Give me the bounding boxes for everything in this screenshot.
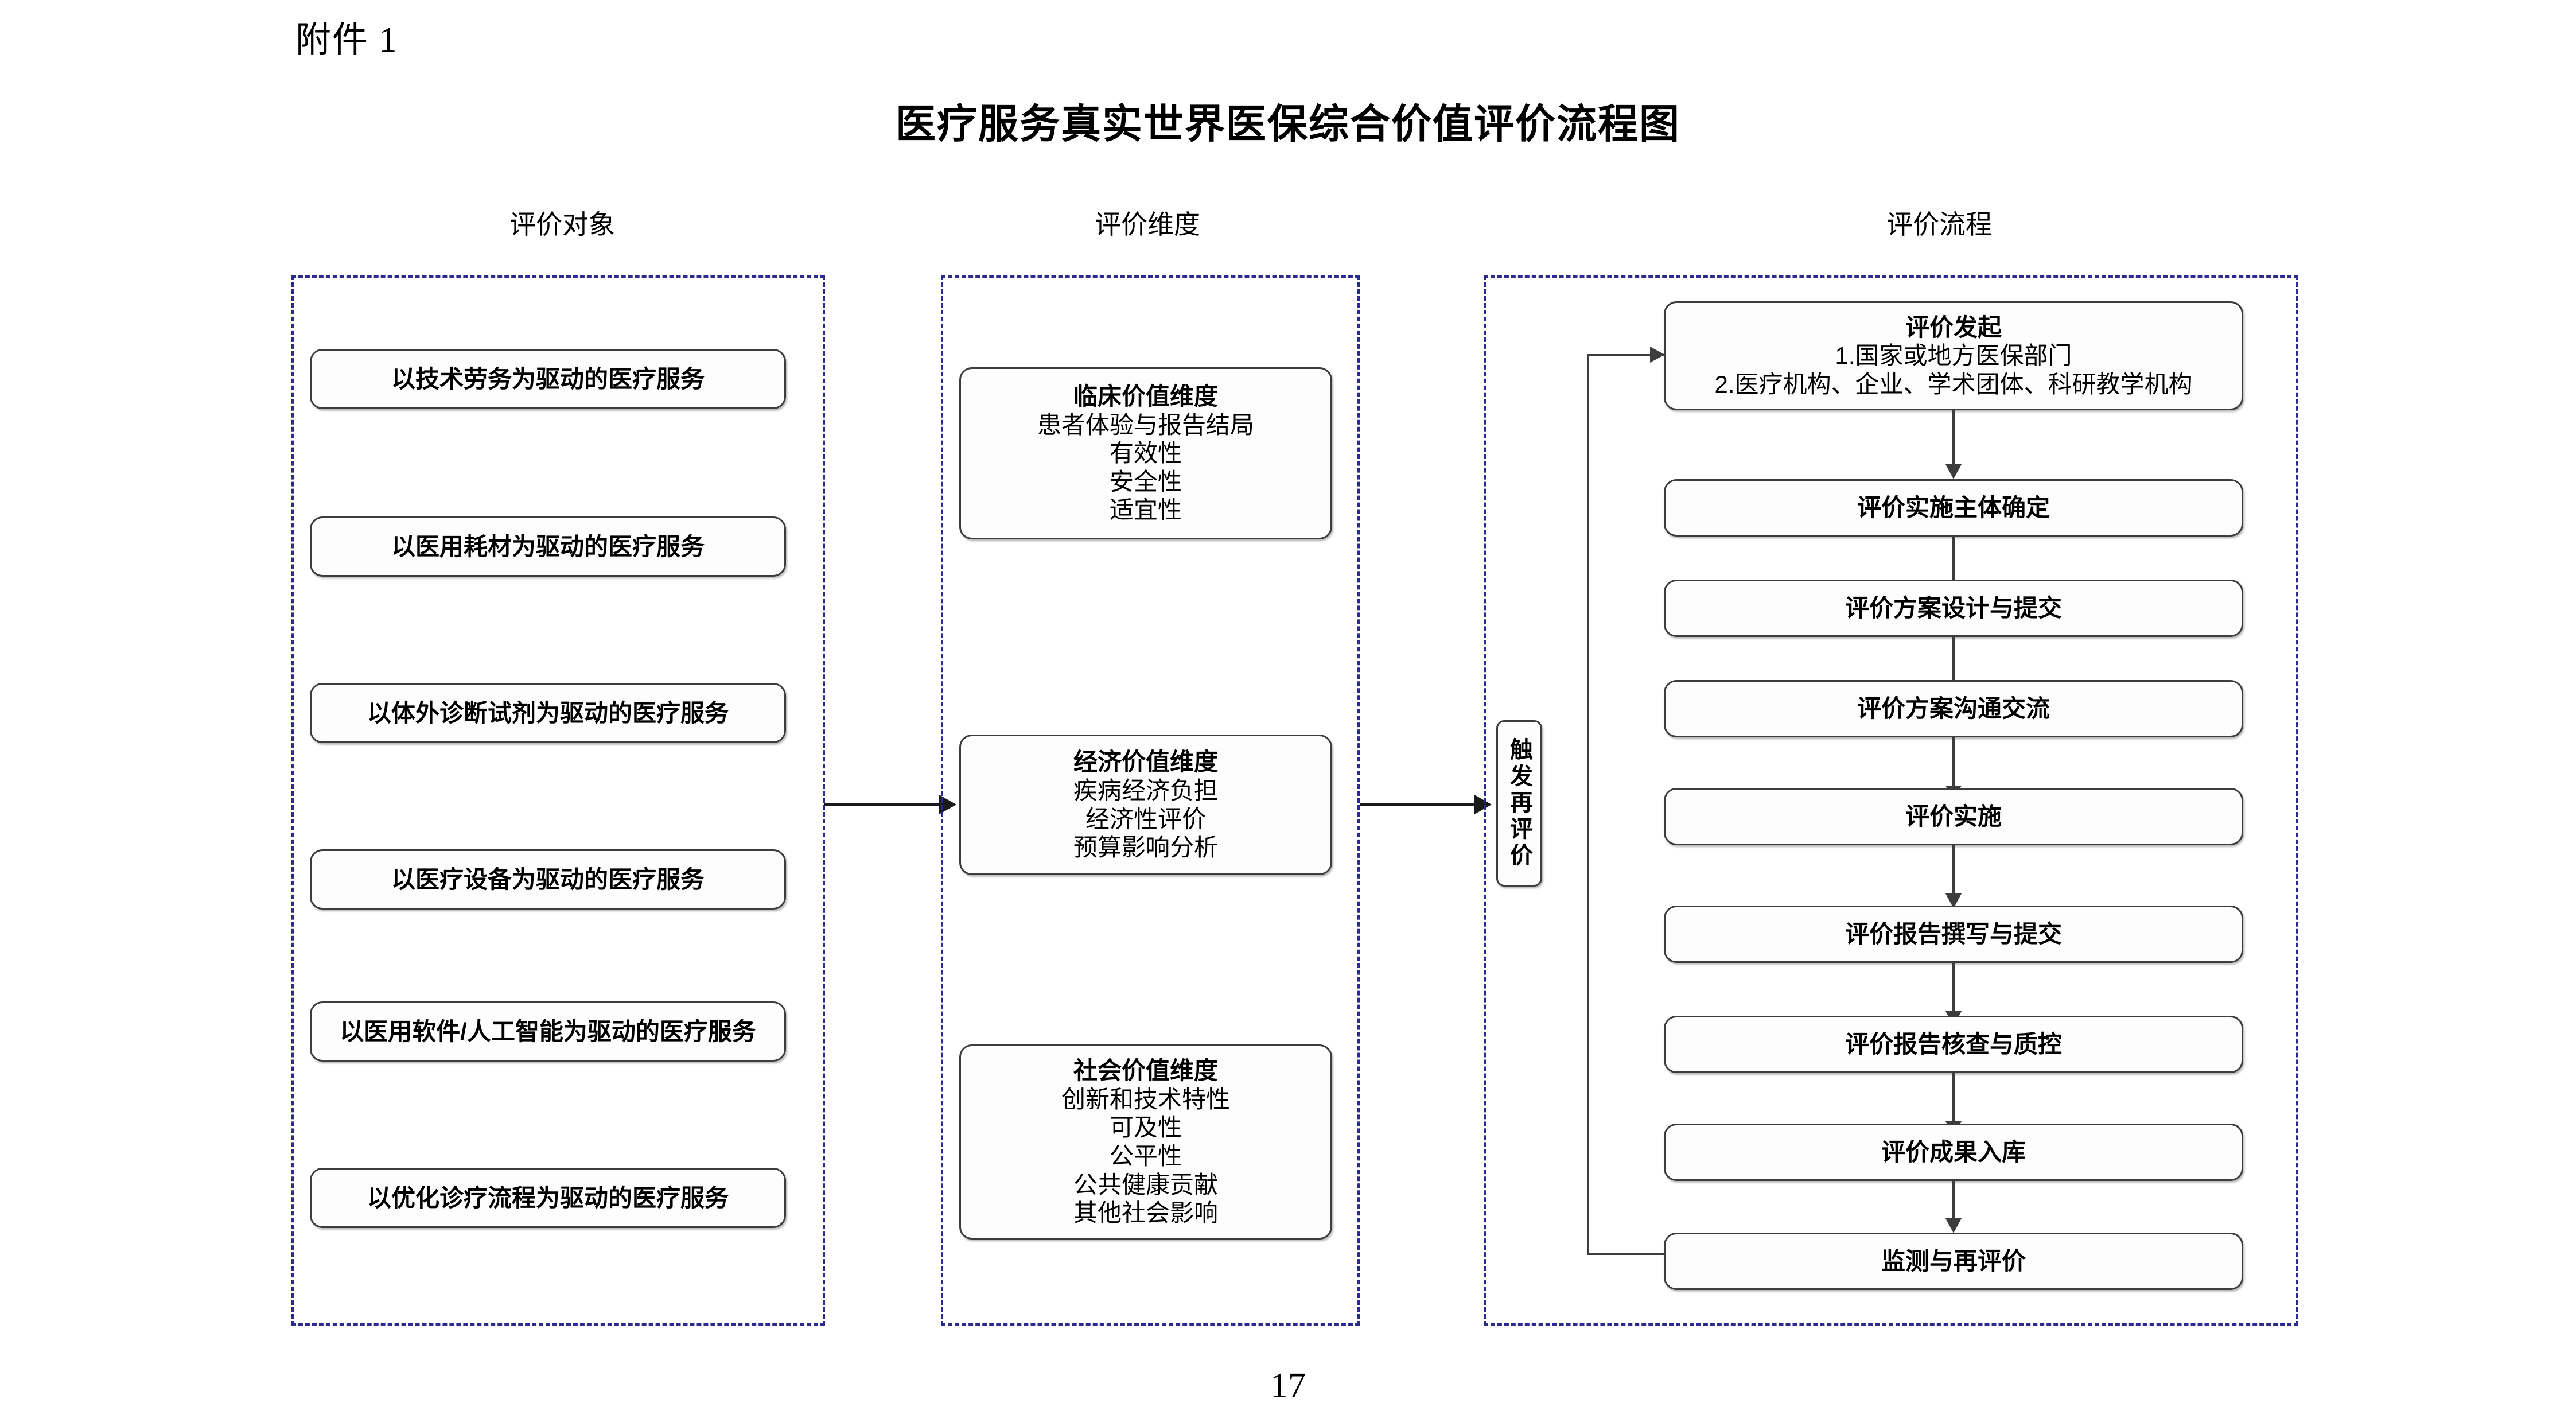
attachment-label: 附件 1	[295, 21, 398, 60]
feedback-loop-vertical-line	[1587, 354, 1589, 1255]
dimension-clinical-item-2: 有效性	[1109, 440, 1182, 467]
object-box-5-label: 以医用软件/人工智能为驱动的医疗服务	[340, 1017, 756, 1045]
dimension-box-social[interactable]: 社会价值维度 创新和技术特性 可及性 公平性 公共健康贡献 其他社会影响	[959, 1044, 1332, 1240]
feedback-loop-bottom-line	[1587, 1253, 1667, 1255]
process-step-6-title: 评价报告撰写与提交	[1845, 920, 2062, 948]
arrow-line-6-7	[1952, 963, 1955, 1017]
dimension-social-item-3: 公平性	[1109, 1143, 1182, 1170]
process-step-2[interactable]: 评价实施主体确定	[1664, 479, 2243, 537]
arrow-line-7-8	[1952, 1073, 1955, 1127]
dimension-box-clinical[interactable]: 临床价值维度 患者体验与报告结局 有效性 安全性 适宜性	[959, 367, 1332, 539]
page-title: 医疗服务真实世界医保综合价值评价流程图	[896, 102, 1680, 146]
process-step-5[interactable]: 评价实施	[1664, 788, 2243, 845]
connector-objects-to-dimensions-line	[824, 803, 939, 806]
process-step-7[interactable]: 评价报告核查与质控	[1664, 1016, 2243, 1073]
process-step-3-title: 评价方案设计与提交	[1845, 595, 2062, 622]
object-box-6[interactable]: 以优化诊疗流程为驱动的医疗服务	[310, 1168, 786, 1228]
object-box-2[interactable]: 以医用耗材为驱动的医疗服务	[310, 516, 786, 577]
object-box-3[interactable]: 以体外诊断试剂为驱动的医疗服务	[310, 683, 786, 743]
process-step-1-item-1: 1.国家或地方医保部门	[1835, 342, 2072, 370]
process-step-1-title: 评价发起	[1905, 313, 2002, 341]
dimension-box-economic[interactable]: 经济价值维度 疾病经济负担 经济性评价 预算影响分析	[959, 735, 1332, 875]
feedback-loop-top-line	[1587, 354, 1667, 356]
process-step-1[interactable]: 评价发起 1.国家或地方医保部门 2.医疗机构、企业、学术团体、科研教学机构	[1664, 301, 2243, 410]
connector-dimensions-to-process-line	[1360, 803, 1474, 806]
dimension-clinical-item-4: 适宜性	[1109, 496, 1182, 524]
column-heading-process: 评价流程	[1886, 209, 1992, 239]
object-box-1[interactable]: 以技术劳务为驱动的医疗服务	[310, 349, 786, 409]
dimension-clinical-item-1: 患者体验与报告结局	[1037, 411, 1254, 438]
process-step-9-title: 监测与再评价	[1881, 1248, 2026, 1275]
column-heading-objects: 评价对象	[509, 209, 615, 239]
arrow-line-1-2	[1952, 410, 1955, 470]
process-step-1-item-2: 2.医疗机构、企业、学术团体、科研教学机构	[1714, 370, 2193, 398]
panel-evaluation-process	[1484, 275, 2298, 1326]
process-step-9[interactable]: 监测与再评价	[1664, 1233, 2243, 1290]
process-step-8[interactable]: 评价成果入库	[1664, 1124, 2243, 1181]
dimension-economic-item-3: 预算影响分析	[1073, 834, 1218, 861]
object-box-6-label: 以优化诊疗流程为驱动的医疗服务	[367, 1184, 729, 1211]
object-box-3-label: 以体外诊断试剂为驱动的医疗服务	[367, 699, 729, 726]
dimension-clinical-title: 临床价值维度	[1073, 383, 1218, 410]
arrow-line-4-5	[1952, 737, 1955, 791]
arrow-head-8-9	[1945, 1218, 1962, 1233]
dimension-clinical-item-3: 安全性	[1109, 468, 1182, 495]
process-step-4-title: 评价方案沟通交流	[1857, 695, 2050, 722]
trigger-reevaluation-box[interactable]: 触发再评价	[1496, 720, 1542, 887]
arrow-line-2-3	[1952, 537, 1955, 590]
arrow-line-3-4	[1952, 637, 1955, 691]
panel-evaluation-objects	[291, 275, 825, 1326]
panel-evaluation-dimensions	[941, 275, 1360, 1326]
process-step-6[interactable]: 评价报告撰写与提交	[1664, 906, 2243, 963]
dimension-social-item-4: 公共健康贡献	[1073, 1171, 1218, 1198]
dimension-economic-item-1: 疾病经济负担	[1073, 776, 1218, 804]
process-step-3[interactable]: 评价方案设计与提交	[1664, 580, 2243, 637]
trigger-reevaluation-label: 触发再评价	[1507, 737, 1532, 869]
object-box-4-label: 以医疗设备为驱动的医疗服务	[391, 865, 705, 893]
object-box-1-label: 以技术劳务为驱动的医疗服务	[391, 365, 705, 393]
connector-dimensions-to-process-arrow	[1474, 795, 1492, 814]
page-number: 17	[1270, 1366, 1306, 1405]
process-step-8-title: 评价成果入库	[1881, 1139, 2026, 1166]
process-step-2-title: 评价实施主体确定	[1857, 494, 2050, 522]
object-box-5[interactable]: 以医用软件/人工智能为驱动的医疗服务	[310, 1001, 786, 1062]
object-box-4[interactable]: 以医疗设备为驱动的医疗服务	[310, 849, 786, 910]
arrow-head-1-2	[1945, 464, 1962, 479]
feedback-loop-arrow	[1650, 347, 1665, 363]
dimension-social-item-2: 可及性	[1109, 1114, 1182, 1141]
dimension-social-item-1: 创新和技术特性	[1061, 1085, 1230, 1113]
dimension-economic-title: 经济价值维度	[1073, 748, 1218, 776]
process-step-4[interactable]: 评价方案沟通交流	[1664, 680, 2243, 737]
dimension-social-item-5: 其他社会影响	[1073, 1199, 1218, 1227]
process-step-5-title: 评价实施	[1905, 803, 2002, 830]
dimension-social-title: 社会价值维度	[1073, 1057, 1218, 1085]
arrow-line-5-6	[1952, 845, 1955, 899]
dimension-economic-item-2: 经济性评价	[1085, 805, 1206, 833]
process-step-7-title: 评价报告核查与质控	[1845, 1031, 2062, 1058]
column-heading-dimensions: 评价维度	[1095, 209, 1200, 239]
object-box-2-label: 以医用耗材为驱动的医疗服务	[391, 533, 705, 560]
arrow-line-8-9	[1952, 1181, 1955, 1224]
